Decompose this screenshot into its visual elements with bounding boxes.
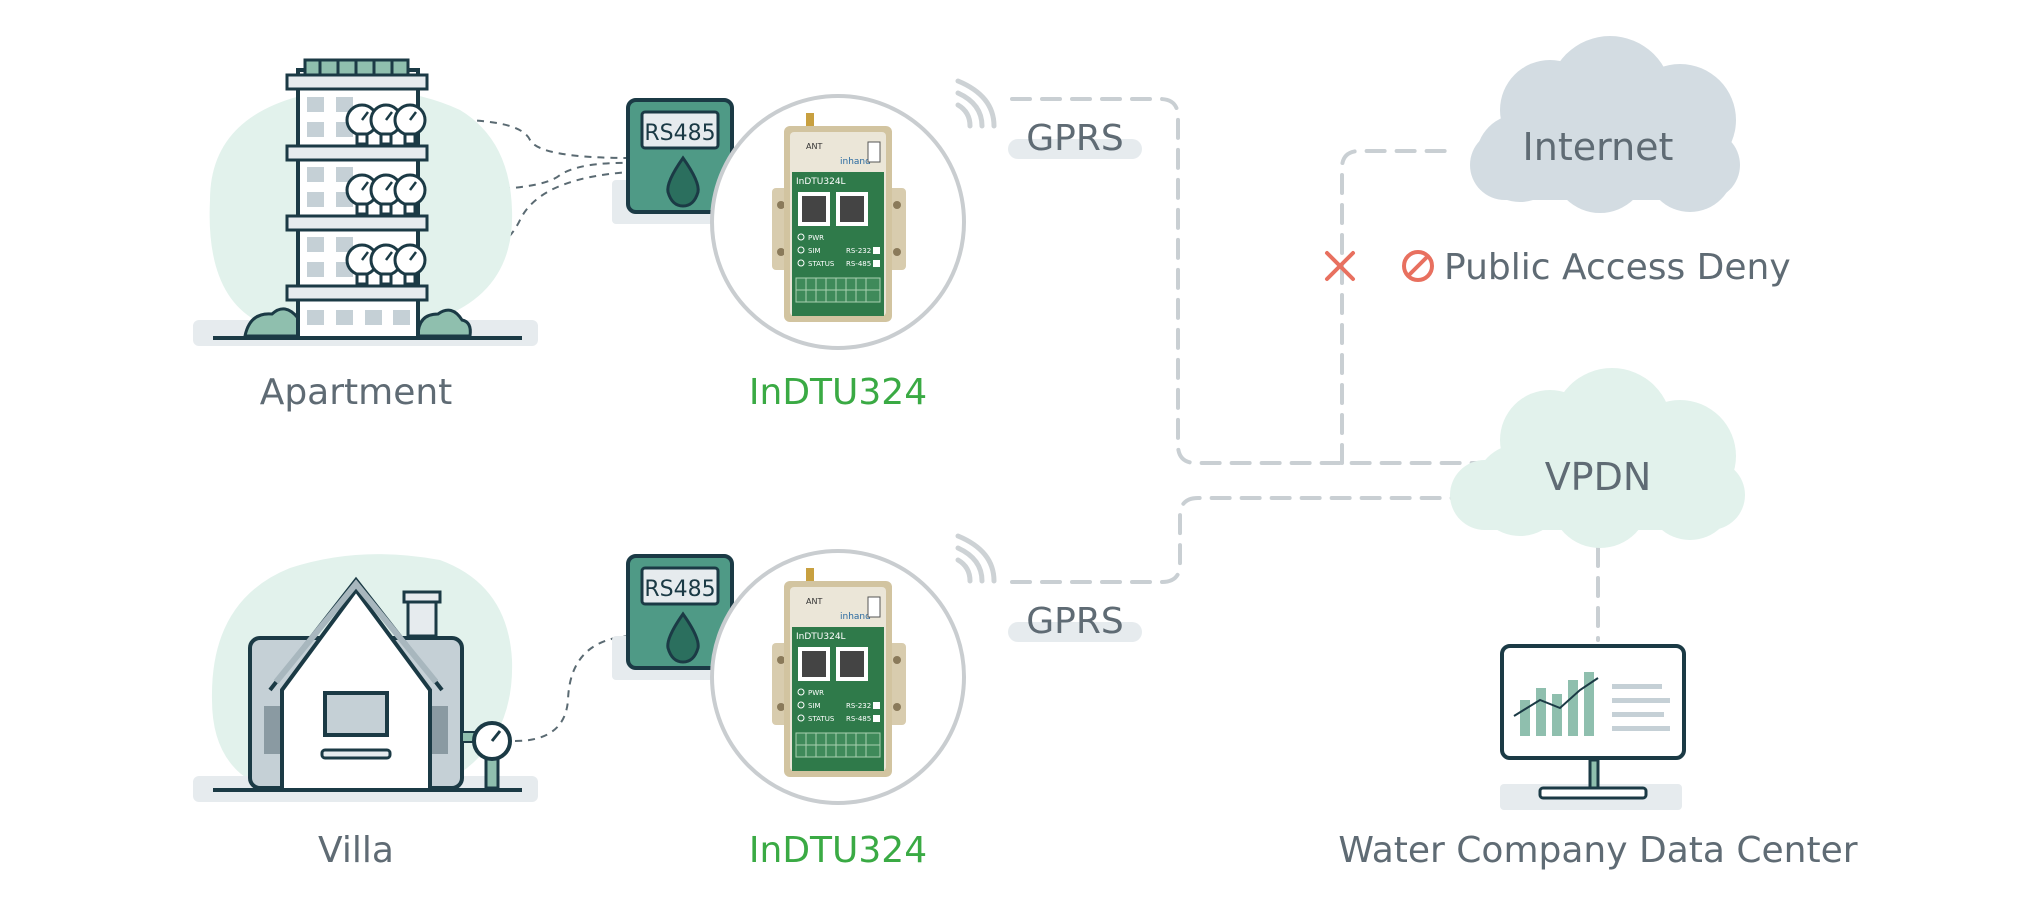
- meter-row-3: [345, 243, 427, 286]
- rs485-box-top: RS485: [612, 98, 734, 224]
- prohibited-icon: [1402, 250, 1434, 282]
- gprs-bottom-label: GPRS: [1026, 601, 1123, 642]
- rs485-bottom-label: RS485: [644, 577, 715, 602]
- connection-lines: [1010, 97, 1600, 642]
- svg-text:RS-232: RS-232: [846, 702, 871, 710]
- svg-text:InDTU324L: InDTU324L: [796, 632, 846, 642]
- indtu324-device-top: ANT inhand InDTU324L PWR SIM STATUS RS-2…: [710, 78, 997, 350]
- indtu324-device-bottom: ANT inhand InDTU324L PWR SIM STATUS RS-2…: [710, 533, 997, 805]
- gprs-top-label: GPRS: [1026, 118, 1123, 159]
- svg-text:InDTU324L: InDTU324L: [796, 177, 846, 187]
- line-vpdn-to-internet: [1340, 149, 1452, 465]
- datacenter-label: Water Company Data Center: [1338, 830, 1857, 871]
- svg-text:SIM: SIM: [808, 702, 821, 710]
- svg-text:inhand: inhand: [840, 612, 871, 622]
- meter-row-2: [345, 173, 427, 216]
- svg-text:ANT: ANT: [806, 597, 822, 606]
- svg-text:inhand: inhand: [840, 157, 871, 167]
- svg-text:STATUS: STATUS: [808, 260, 835, 268]
- gprs-bottom-underline: [1008, 622, 1142, 642]
- internet-cloud: [1470, 36, 1740, 213]
- wire-villa-meter: [514, 635, 631, 742]
- svg-text:ANT: ANT: [806, 142, 822, 151]
- deny-cross-icon: [1325, 251, 1355, 281]
- meter-row-1: [345, 103, 427, 146]
- rs485-top-label: RS485: [644, 121, 715, 146]
- apartment-building: [193, 58, 538, 346]
- line-bottom-gprs-to-vpdn: [1010, 496, 1457, 584]
- wire-meter-1: [437, 118, 631, 159]
- wire-meter-3: [437, 171, 631, 263]
- svg-text:RS-485: RS-485: [846, 715, 871, 723]
- water-drop-icon: [666, 611, 700, 664]
- wifi-signal-icon: [955, 533, 997, 584]
- datacenter-monitor-icon: [1500, 644, 1686, 810]
- water-drop-icon: [666, 155, 700, 208]
- deny-label: Public Access Deny: [1444, 247, 1791, 288]
- device-top-label: InDTU324: [749, 372, 927, 413]
- apartment-label: Apartment: [260, 372, 453, 413]
- meter-wires: [437, 118, 631, 742]
- villa-house: [193, 554, 538, 802]
- svg-text:PWR: PWR: [808, 689, 824, 697]
- svg-text:RS-232: RS-232: [846, 247, 871, 255]
- vpdn-cloud: [1450, 368, 1745, 548]
- svg-text:RS-485: RS-485: [846, 260, 871, 268]
- svg-text:SIM: SIM: [808, 247, 821, 255]
- device-bottom-label: InDTU324: [749, 830, 927, 871]
- line-top-gprs-to-vpdn: [1010, 97, 1492, 465]
- vpdn-label: VPDN: [1545, 455, 1652, 499]
- wifi-signal-icon: [955, 78, 997, 129]
- gprs-top-underline: [1008, 139, 1142, 159]
- villa-label: Villa: [318, 830, 394, 871]
- internet-label: Internet: [1523, 125, 1674, 169]
- wire-meter-2: [437, 161, 631, 192]
- svg-text:PWR: PWR: [808, 234, 824, 242]
- svg-text:STATUS: STATUS: [808, 715, 835, 723]
